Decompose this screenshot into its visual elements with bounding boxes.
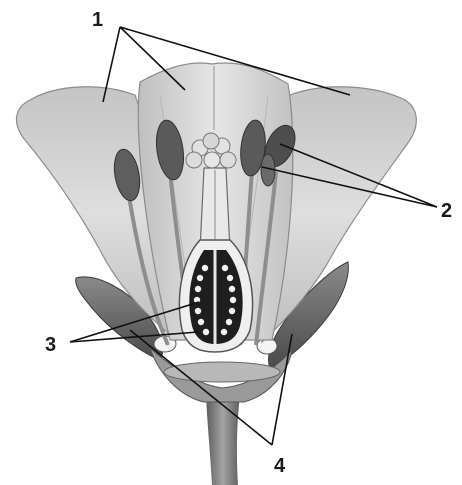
flower-stem <box>206 395 240 485</box>
label-1: 1 <box>92 9 103 31</box>
label-2: 2 <box>441 200 452 222</box>
label-4: 4 <box>274 455 286 477</box>
label-3: 3 <box>45 334 56 356</box>
